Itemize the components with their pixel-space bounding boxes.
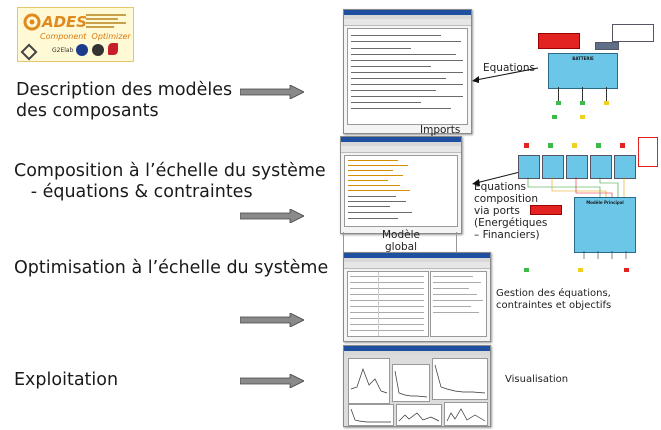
battery-block: BATTERIE	[548, 53, 618, 89]
visualisation-label: Visualisation	[505, 374, 569, 385]
vis-panel-4	[348, 404, 394, 426]
visualisation-screenshot	[343, 345, 491, 427]
logo-name: ADES	[42, 13, 88, 31]
main-model-block: Modèle Principal	[574, 197, 636, 253]
ades-logo: ADES Component Optimizer G2Elab	[17, 7, 134, 62]
legend-block	[612, 24, 654, 42]
vis-panel-5	[396, 404, 442, 426]
partner-logo-1	[20, 43, 49, 61]
vis-panel-6	[444, 402, 488, 426]
variables-table-pane	[347, 271, 429, 337]
system-composition-diagram: Modèle Principal	[510, 137, 658, 277]
composition-editor-screenshot	[340, 136, 462, 234]
modele-global-label: Modèle global	[382, 229, 420, 253]
parameters-block	[595, 42, 619, 50]
imports-label: Imports	[420, 124, 461, 136]
main-model-title: Modèle Principal	[586, 200, 624, 205]
partner-logo-cnrs	[92, 44, 104, 56]
partner-logo-round	[76, 44, 88, 56]
composition-label: Equations composition via ports (Energét…	[474, 181, 548, 241]
step-composition-label: Composition à l’échelle du système - équ…	[14, 161, 326, 202]
arrow-icon	[240, 209, 304, 223]
vis-panel-2	[392, 364, 430, 402]
arrow-icon	[240, 85, 304, 99]
arrow-icon	[240, 313, 304, 327]
battery-block-title: BATTERIE	[572, 56, 594, 61]
objectives-tree-pane	[430, 271, 487, 337]
logo-subtitle: Component Optimizer	[40, 32, 131, 41]
gestion-label: Gestion des équations, contraintes et ob…	[496, 288, 612, 311]
logo-fineprint	[86, 14, 126, 28]
equations-arrow-icon	[472, 67, 539, 83]
optimisation-manager-screenshot	[343, 252, 491, 342]
vis-panel-3	[432, 358, 488, 400]
partner-logo-g2elab: G2Elab	[52, 47, 74, 54]
partner-logo-red	[108, 43, 122, 57]
constraint-block	[538, 33, 580, 49]
vis-panel-1	[348, 358, 390, 404]
step-description-label: Description des modèles des composants	[16, 80, 233, 121]
component-editor-screenshot	[343, 9, 472, 134]
composition-code-pane	[344, 155, 458, 227]
arrow-icon	[240, 374, 304, 388]
gear-icon	[23, 13, 41, 31]
step-exploitation-label: Exploitation	[14, 370, 119, 390]
step-optimisation-label: Optimisation à l’échelle du système	[14, 258, 329, 278]
code-pane	[347, 28, 468, 125]
battery-model-diagram: BATTERIE	[532, 22, 657, 135]
